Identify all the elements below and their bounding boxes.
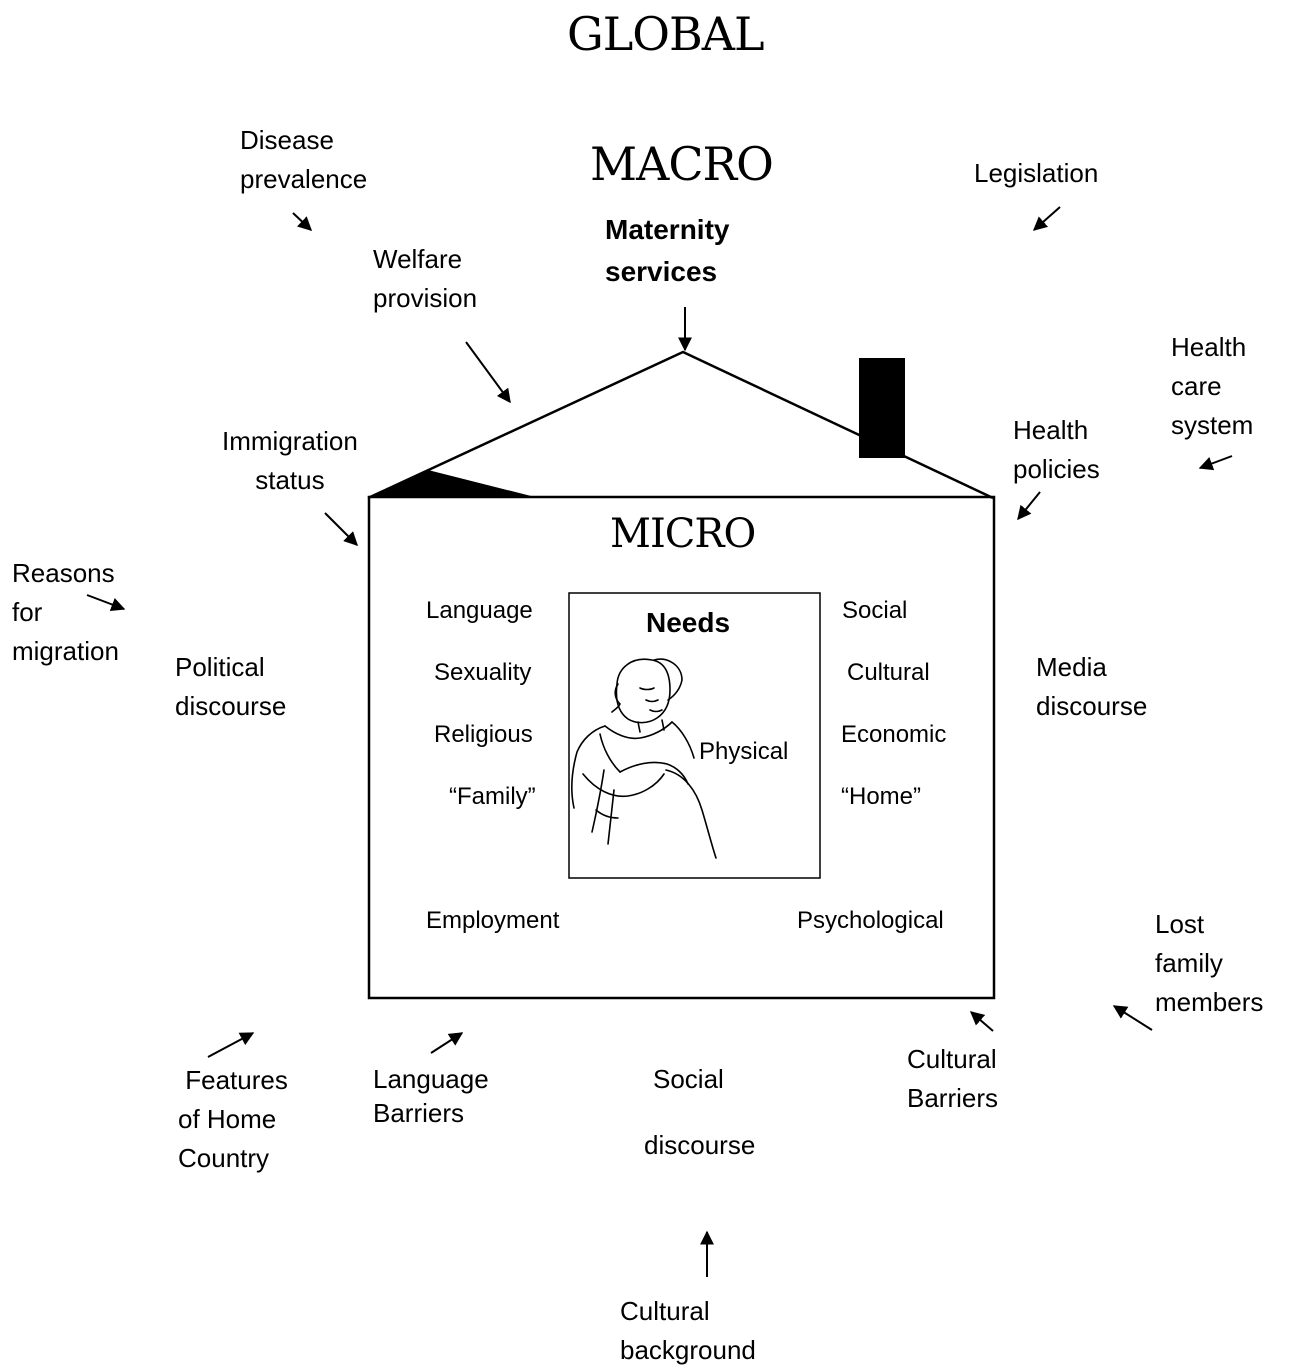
pregnant-woman-illustration [571,658,717,859]
micro-factor-sexuality: Sexuality [434,659,532,686]
macro-level-title: MACRO [590,137,774,191]
micro-factor-language: Language [426,597,533,624]
reasons-for-migration-label: Reasons for migration [12,558,119,666]
needs-title: Needs [646,607,731,638]
media-discourse-label: Media discourse [1036,652,1148,721]
arrow-welfare-provision [465,341,511,404]
roof-shadow [370,470,535,497]
immigration-status-label: Immigration status [222,426,358,495]
health-policies-label: Health policies [1013,415,1100,484]
social-discourse-label-line1: Social [653,1064,724,1094]
cultural-background-label: Cultural background [620,1296,756,1365]
welfare-provision-label: Welfare provision [373,244,478,313]
arrow-health-care-system [1198,455,1233,471]
lost-family-members-label: Lost family members [1155,909,1264,1017]
micro-factor-religious: Religious [434,721,533,748]
arrow-reasons-for-migration [86,594,126,612]
arrow-lost-family-members [1112,1005,1153,1031]
global-level-title: GLOBAL [567,7,765,61]
arrow-cultural-barriers [969,1011,994,1032]
arrow-features-of-home-country [207,1032,255,1058]
arrow-immigration-status [324,512,358,546]
arrow-language-barriers [430,1032,464,1054]
features-of-home-country-label: Features of Home Country [178,1065,288,1173]
maternity-services-label: Maternity services [605,214,730,287]
micro-factor-home: “Home” [841,783,922,810]
micro-factor-social: Social [842,597,908,624]
micro-factor-employment: Employment [426,907,560,934]
micro-level-title: MICRO [610,511,756,557]
chimney [859,358,905,458]
arrow-legislation [1032,206,1061,231]
influence-arrows [86,206,1233,1277]
legislation-label: Legislation [974,158,1099,188]
arrow-disease-prevalence [292,212,313,231]
micro-factor-cultural: Cultural [847,659,930,686]
political-discourse-label: Political discourse [175,652,287,721]
cultural-barriers-label: Cultural Barriers [907,1044,999,1113]
needs-box [568,592,821,879]
social-discourse-label-line2: discourse [644,1130,756,1160]
disease-prevalence-label: Disease prevalence [240,125,368,194]
arrow-health-policies [1017,491,1041,521]
micro-factor-economic: Economic [841,721,947,748]
health-care-system-label: Health care system [1171,332,1254,440]
house-body [367,495,996,1000]
needs-physical-label: Physical [699,738,789,765]
micro-factor-family: “Family” [449,783,536,810]
language-barriers-label: Language Barriers [373,1064,489,1128]
micro-factor-psychological: Psychological [797,907,944,934]
